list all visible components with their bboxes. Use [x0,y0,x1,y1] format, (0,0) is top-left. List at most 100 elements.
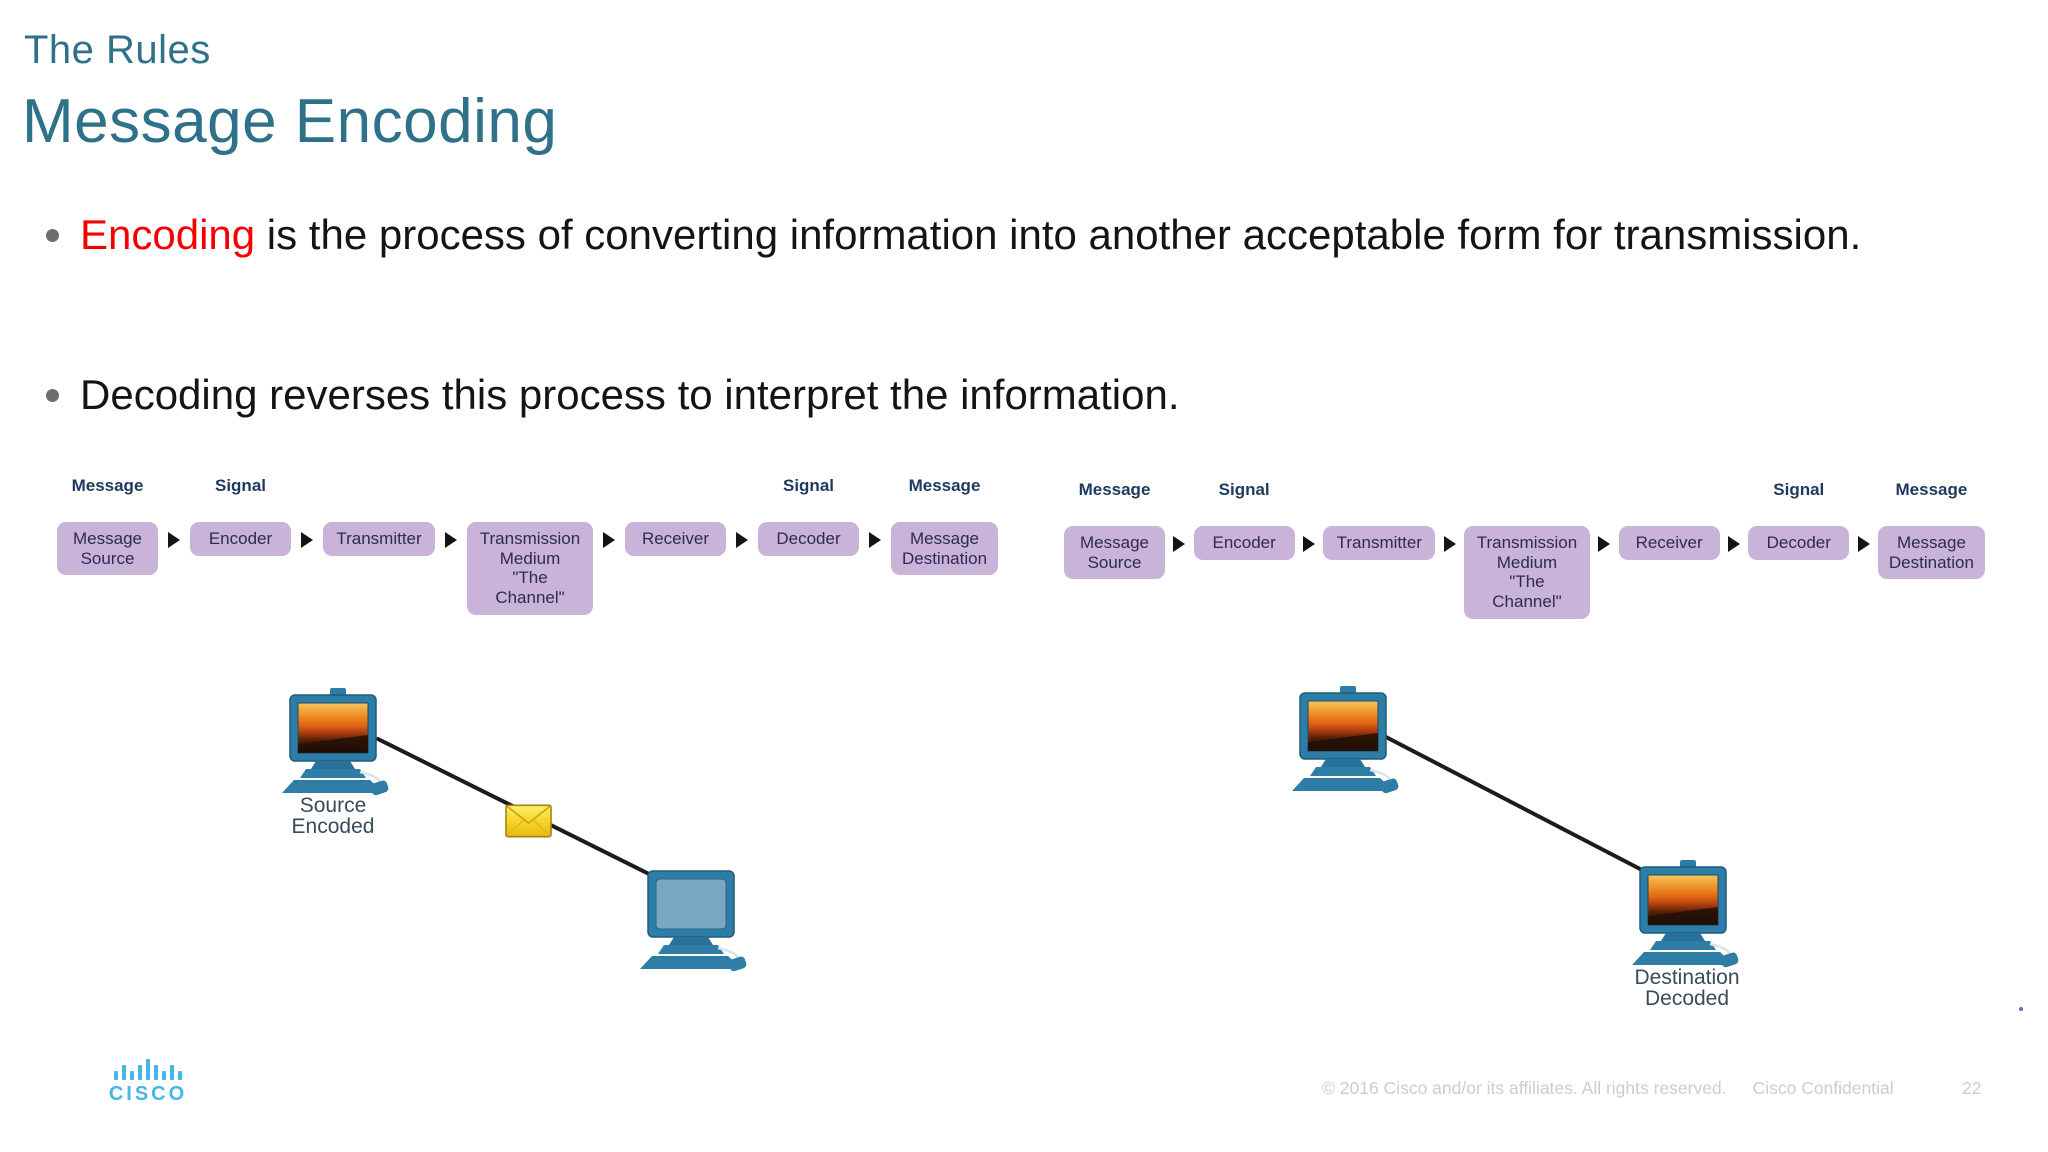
flow-box-encoder: Encoder [1193,526,1295,560]
bullet-rest: is the process of converting information… [255,211,1862,258]
footer-copyright: © 2016 Cisco and/or its affiliates. All … [1322,1078,1894,1099]
arrow-right-icon [301,532,313,548]
flow-label-signal: Signal [1773,480,1825,499]
flow-label-message: Message [71,476,144,495]
arrow-right-icon [1857,536,1870,552]
stand [1321,759,1365,767]
flow-cell: Signal Decoder [1748,474,1850,560]
destination-decoded-label: Destination Decoded [1634,966,1740,1010]
flow-box-receiver: Receiver [625,522,726,556]
flow-cell: Message Message Destination [891,470,998,576]
envelope-icon [505,804,552,838]
bullet-rest: Decoding reverses this process to interp… [80,371,1180,418]
screen-blank [655,878,727,930]
source-encoded-label: Source Encoded [291,794,375,838]
flow-box-transmitter: Transmitter [1323,526,1436,560]
bullet-text: Decoding reverses this process to interp… [80,365,1885,425]
flow-box-message-source: Message Source [1064,526,1165,580]
bullet-text: Encoding is the process of converting in… [80,205,1885,265]
flow-cell: Receiver [1618,474,1720,560]
flow-label-signal: Signal [782,476,834,495]
page-title: Message Encoding [22,87,558,156]
flow-box-encoder: Encoder [190,522,291,556]
page-number: 22 [1962,1078,1982,1098]
stand-base [1650,941,1716,950]
flow-box-transmission-medium: Transmission Medium "The Channel" [467,522,593,615]
stand-base [1310,767,1376,776]
stand-base [300,769,366,778]
cisco-logo-bars-icon [106,1058,190,1080]
keyboard [1292,778,1394,791]
network-link-line [1384,735,1644,872]
envelope-body [505,804,552,838]
flow-cell: Message Message Source [57,470,158,576]
cisco-logo: CISCO [106,1058,190,1106]
flow-cell: Transmitter [323,470,435,556]
arrow-right-icon [869,532,881,548]
keyboard [640,956,742,969]
flow-cell: Transmission Medium "The Channel" [467,470,593,615]
slide-pretitle: The Rules [24,28,211,72]
flow-label-message: Message [1078,480,1151,499]
flow-box-decoder: Decoder [1748,526,1850,560]
flow-label-signal: Signal [214,476,266,495]
flow-cell: Transmitter [1323,474,1436,560]
arrow-right-icon [168,532,180,548]
source-computer-icon [282,688,389,796]
stray-dot [2019,1007,2023,1011]
stand-base [658,945,724,954]
envelope-flap [506,805,551,824]
bullet-item-encoding: Encoding is the process of converting in… [46,205,1885,265]
flow-box-message-destination: Message Destination [891,522,998,576]
arrow-right-icon [1443,536,1456,552]
stand [1661,933,1705,941]
stand [669,937,713,945]
mouse [1720,952,1739,968]
source-computer-icon [1292,686,1399,794]
confidential-text: Cisco Confidential [1752,1078,1894,1098]
arrow-right-icon [1173,536,1186,552]
flow-cell: Signal Encoder [1193,474,1295,560]
flow-box-decoder: Decoder [758,522,859,556]
screen-pier [298,735,368,753]
bullet-item-decoding: Decoding reverses this process to interp… [46,365,1885,425]
flow-cell: Transmission Medium "The Channel" [1463,474,1590,619]
arrow-right-icon [1302,536,1315,552]
flow-box-transmitter: Transmitter [323,522,435,556]
flow-cell: Signal Decoder [758,470,859,556]
encoding-flow-diagram-left: Message Message Source Signal Encoder Tr… [57,470,998,615]
keyboard [282,780,384,793]
encoding-flow-diagram-right: Message Message Source Signal Encoder Tr… [1064,474,1985,619]
stand [311,761,355,769]
flow-box-receiver: Receiver [1618,526,1720,560]
screen-pier [1648,907,1718,925]
copyright-text: © 2016 Cisco and/or its affiliates. All … [1322,1078,1727,1098]
mouse [728,956,747,972]
arrow-right-icon [1727,536,1740,552]
envelope-folds [506,819,551,837]
flow-box-transmission-medium: Transmission Medium "The Channel" [1463,526,1590,619]
mouse [1380,778,1399,794]
flow-cell: Receiver [625,470,726,556]
flow-label-message: Message [908,476,981,495]
flow-cell: Message Message Destination [1877,474,1985,580]
arrow-right-icon [736,532,748,548]
destination-computer-icon [640,870,747,972]
bullet-marker [46,229,59,242]
flow-label-message: Message [1895,480,1968,499]
arrow-right-icon [445,532,457,548]
keyboard [1632,952,1734,965]
flow-cell: Message Message Source [1064,474,1165,580]
arrow-right-icon [603,532,615,548]
flow-box-message-source: Message Source [57,522,158,576]
flow-label-signal: Signal [1218,480,1270,499]
flow-cell: Signal Encoder [190,470,291,556]
cisco-logo-text: CISCO [108,1083,188,1105]
screen-pier [1308,733,1378,751]
bullet-highlight: Encoding [80,211,256,258]
bullet-marker [46,389,59,402]
arrow-right-icon [1598,536,1611,552]
mouse [370,780,389,796]
destination-computer-icon [1632,860,1739,968]
